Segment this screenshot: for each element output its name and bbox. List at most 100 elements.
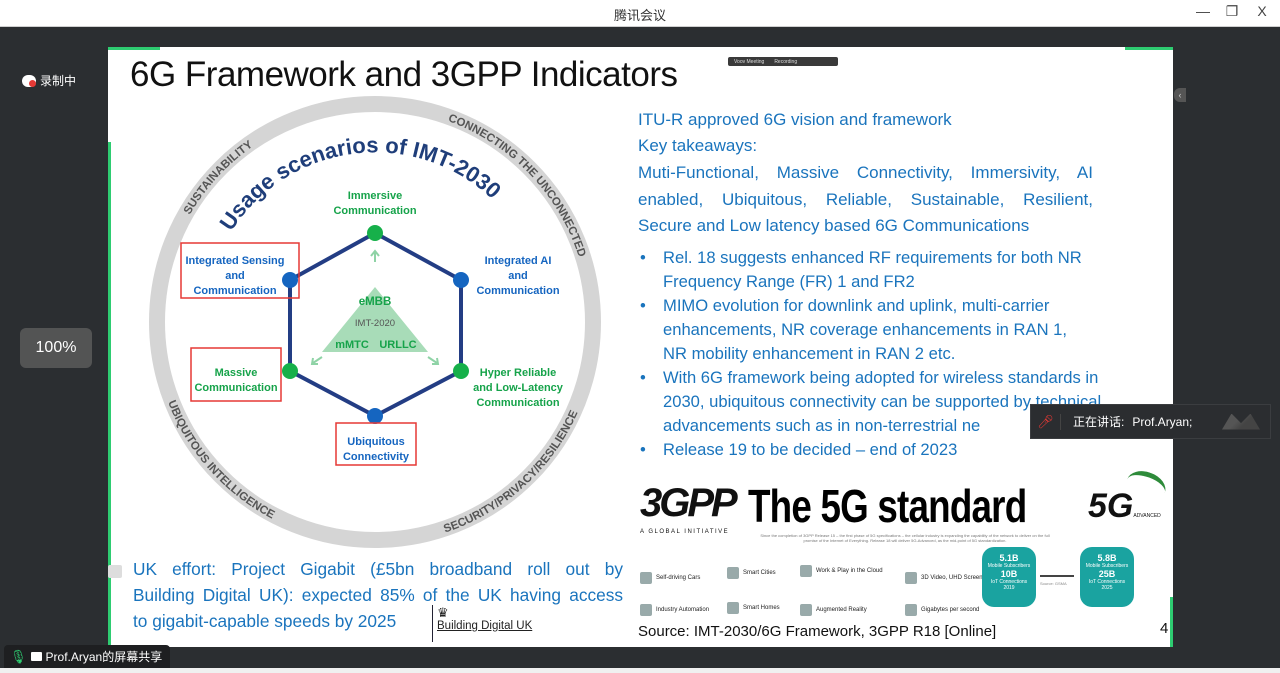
title-bar: 腾讯会议 — ❐ X bbox=[0, 0, 1280, 27]
triangle-mmtc: mMTC bbox=[335, 339, 369, 351]
bullet-list: Rel. 18 suggests enhanced RF requirement… bbox=[638, 246, 1158, 462]
ring-label-ubiquitous-intelligence: UBIQUITOUS INTELLIGENCE bbox=[165, 399, 277, 522]
highlight-box-isac bbox=[180, 242, 300, 299]
itu-heading: ITU-R approved 6G vision and framework bbox=[638, 110, 952, 129]
diagram-title: Usage scenarios of IMT-2030 bbox=[214, 132, 506, 234]
page-number: 4 bbox=[1160, 620, 1169, 637]
restore-button[interactable]: ❐ bbox=[1225, 3, 1239, 19]
uk-line: to gigabit-capable speeds by 2025 bbox=[133, 611, 397, 631]
key-takeaways-label: Key takeaways: bbox=[638, 136, 758, 155]
triangle-embb: eMBB bbox=[359, 296, 392, 308]
uk-line: Building Digital UK): expected 85% of th… bbox=[133, 585, 623, 605]
accent-line bbox=[108, 47, 160, 50]
key-line: enabled, Ubiquitous, Reliable, Sustainab… bbox=[638, 189, 1093, 209]
outer-ring bbox=[149, 96, 601, 548]
robot-arm-icon bbox=[640, 604, 652, 616]
bduk-label: Building Digital UK bbox=[437, 620, 533, 632]
bullet-item: With 6G framework being adopted for wire… bbox=[638, 366, 1158, 438]
bullet-item: MIMO evolution for downlink and uplink, … bbox=[638, 294, 1158, 366]
triangle-imt2020: IMT-2020 bbox=[355, 318, 395, 329]
minibar-meeting: Voov Meeting bbox=[734, 58, 765, 65]
highlight-box-massive bbox=[190, 347, 282, 402]
mic-icon: 🎙︎ bbox=[10, 648, 27, 664]
touch-icon bbox=[727, 602, 739, 614]
gsma-source: Source: GSMA bbox=[1040, 581, 1067, 586]
tencent-meeting-logo bbox=[1222, 413, 1260, 430]
vr-headset-icon bbox=[800, 604, 812, 616]
bullet-item: Rel. 18 suggests enhanced RF requirement… bbox=[638, 246, 1158, 294]
zoom-level-tooltip: 100% bbox=[20, 328, 92, 368]
window-title: 腾讯会议 bbox=[613, 8, 666, 23]
speaker-name: Prof.Aryan; bbox=[1132, 414, 1193, 429]
use-case: Industry Automation bbox=[640, 604, 709, 616]
use-case: Work & Play in the Cloud bbox=[800, 565, 883, 577]
use-case: Gigabytes per second bbox=[905, 604, 979, 616]
bullet-item: Release 19 to be decided – end of 2023 bbox=[638, 438, 1158, 462]
recording-cloud-icon bbox=[22, 74, 36, 87]
royal-crest-icon: ♛ bbox=[437, 605, 449, 620]
source-citation: Source: IMT-2030/6G Framework, 3GPP R18 … bbox=[638, 623, 997, 640]
close-button[interactable]: X bbox=[1257, 3, 1267, 19]
node-massive bbox=[282, 363, 298, 379]
minibar-recording: Recording bbox=[774, 58, 798, 65]
accent-line bbox=[1170, 597, 1173, 647]
screen-icon bbox=[905, 572, 917, 584]
key-takeaways-text: Muti-Functional, Massive Connectivity, I… bbox=[638, 160, 1093, 240]
shared-slide: Voov Meeting Recording 6G Framework and 3… bbox=[108, 47, 1173, 647]
node-ai bbox=[453, 272, 469, 288]
use-case: Augmented Reality bbox=[800, 604, 867, 616]
accent-line bbox=[1125, 47, 1173, 50]
mic-muted-icon: 🎤︎ bbox=[1031, 413, 1061, 430]
5g-standard-title: The 5G standard bbox=[748, 480, 1027, 532]
recording-label: 录制中 bbox=[40, 74, 77, 88]
recording-indicator[interactable]: 录制中 bbox=[22, 72, 76, 89]
node-immersive bbox=[367, 225, 383, 241]
speed-icon bbox=[905, 604, 917, 616]
3gpp-wordmark: 3GPP bbox=[640, 481, 738, 525]
gamepad-icon bbox=[800, 565, 812, 577]
collapse-panel-button[interactable]: ‹ bbox=[1174, 88, 1186, 102]
bottom-border bbox=[0, 668, 1280, 673]
5g-advanced-logo: 5GADVANCED bbox=[1088, 487, 1161, 525]
minimize-button[interactable]: — bbox=[1196, 3, 1210, 19]
use-case: Smart Homes bbox=[727, 602, 780, 614]
building-digital-uk-logo: ♛ Building Digital UK bbox=[432, 605, 532, 642]
use-case: 3D Video, UHD Screens bbox=[905, 572, 986, 584]
car-icon bbox=[640, 572, 652, 584]
speaker-label: 正在讲话: bbox=[1073, 415, 1125, 429]
key-line: Secure and Low latency based 6G Communic… bbox=[638, 216, 1030, 235]
slide-title: 6G Framework and 3GPP Indicators bbox=[130, 55, 678, 94]
use-case: Smart Cities bbox=[727, 567, 776, 579]
arrow-icon bbox=[1040, 575, 1074, 577]
node-ubiquitous bbox=[367, 408, 383, 424]
imt2020-triangle bbox=[322, 287, 428, 352]
active-speaker-panel: 🎤︎ 正在讲话: Prof.Aryan; bbox=[1030, 404, 1271, 439]
uk-effort-text: UK effort: Project Gigabit (£5bn broadba… bbox=[133, 556, 623, 634]
imt2030-diagram: SUSTAINABILITY CONNECTING THE UNCONNECTE… bbox=[149, 96, 601, 548]
screen-share-icon bbox=[30, 652, 42, 661]
node-hrllc bbox=[453, 363, 469, 379]
3gpp-logo: 3GPP A GLOBAL INITIATIVE bbox=[640, 481, 738, 535]
triangle-urllc: URLLC bbox=[379, 339, 416, 351]
share-owner-label: Prof.Aryan的屏幕共享 bbox=[45, 650, 163, 664]
highlight-box-ubiquitous bbox=[335, 422, 417, 466]
screen-share-label[interactable]: 🎙︎ Prof.Aryan的屏幕共享 bbox=[4, 645, 170, 668]
5g-standard-caption: Since the completion of 3GPP Release 15 … bbox=[760, 533, 1050, 543]
node-isac bbox=[282, 272, 298, 288]
expansion-arrows bbox=[310, 249, 440, 365]
city-icon bbox=[727, 567, 739, 579]
notes-icon bbox=[108, 565, 122, 578]
3gpp-tagline: A GLOBAL INITIATIVE bbox=[640, 529, 730, 535]
uk-line: UK effort: Project Gigabit (£5bn broadba… bbox=[133, 559, 623, 579]
use-case: Self-driving Cars bbox=[640, 572, 700, 584]
meeting-minibar: Voov Meeting Recording bbox=[728, 57, 838, 66]
key-line: Muti-Functional, Massive Connectivity, I… bbox=[638, 163, 1093, 182]
